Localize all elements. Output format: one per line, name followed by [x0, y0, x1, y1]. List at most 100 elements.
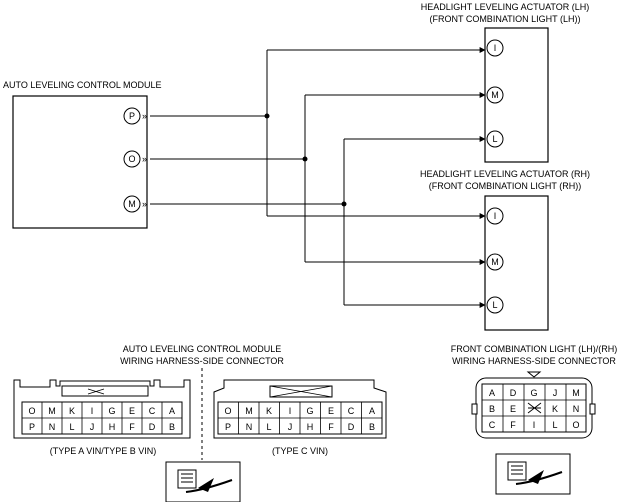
terminal-label: F	[129, 422, 135, 432]
terminal-label: O	[572, 420, 579, 430]
actuator-rh-pin-label-l: L	[492, 300, 497, 310]
module-pin-label-m: M	[128, 199, 136, 209]
terminal-label: E	[510, 404, 516, 414]
terminal-label: M	[572, 388, 580, 398]
wires	[150, 47, 486, 308]
connector-type-c-row1: O M K I G E C A	[224, 406, 375, 416]
terminal-label: P	[29, 422, 35, 432]
light-connector: A D G J M B E K N C F I L O	[471, 371, 596, 439]
light-connector-row3: C F I L O	[489, 420, 580, 430]
terminal-label: H	[307, 422, 314, 432]
connector-type-ab-housing	[13, 379, 191, 439]
terminal-label: N	[573, 404, 580, 414]
control-module-box	[12, 95, 148, 229]
terminal-label: G	[108, 406, 115, 416]
connector-type-c-grid	[217, 401, 383, 435]
actuator-lh-pin-m: M	[486, 86, 504, 104]
module-pin-p: P »	[123, 107, 147, 125]
connector-type-ab: O M K I G E C A P N L J H F D B (TYPE A …	[13, 379, 191, 456]
module-connector-title-1: AUTO LEVELING CONTROL MODULE	[123, 344, 282, 354]
terminal-label: E	[129, 406, 135, 416]
terminal-label: K	[69, 406, 75, 416]
terminal-label: I	[533, 420, 536, 430]
junction-dot	[302, 156, 308, 162]
terminal-label: C	[348, 406, 355, 416]
harness-side-connector-icon	[495, 453, 571, 495]
terminal-label: D	[510, 388, 517, 398]
actuator-rh-pin-l: L	[486, 296, 504, 314]
connector-type-ab-grid	[21, 401, 183, 435]
terminal-label: M	[245, 406, 253, 416]
terminal-label: A	[169, 406, 175, 416]
terminal-label: N	[49, 422, 56, 432]
blank-cavity-icon	[527, 402, 542, 414]
module-pin-label-p: P	[129, 111, 135, 121]
terminal-label: E	[328, 406, 334, 416]
harness-side-connector-icon	[165, 461, 241, 502]
actuator-lh-title-1: HEADLIGHT LEVELING ACTUATOR (LH)	[421, 2, 590, 12]
terminal-label: K	[266, 406, 272, 416]
connector-type-c: O M K I G E C A P N L J H F D B (TYPE C …	[213, 379, 387, 456]
actuator-lh-pin-label-i: I	[494, 43, 497, 53]
light-connector-title-2: WIRING HARNESS-SIDE CONNECTOR	[452, 356, 616, 366]
terminal-label: L	[69, 422, 74, 432]
terminal-label: J	[90, 422, 95, 432]
terminal-label: O	[28, 406, 35, 416]
actuator-rh-pin-label-i: I	[494, 211, 497, 221]
connector-type-ab-row2: P N L J H F D B	[29, 422, 175, 432]
actuator-lh-title-2: (FRONT COMBINATION LIGHT (LH))	[429, 14, 580, 24]
terminal-label: B	[369, 422, 375, 432]
actuator-lh-pin-label-m: M	[491, 90, 499, 100]
terminal-label: G	[306, 406, 313, 416]
actuator-rh-pin-m: M	[486, 253, 504, 271]
terminal-label: D	[149, 422, 156, 432]
light-connector-title-1: FRONT COMBINATION LIGHT (LH)/(RH)	[451, 344, 618, 354]
lock-mark-icon	[87, 388, 105, 395]
terminal-label: D	[348, 422, 355, 432]
terminal-label: L	[552, 420, 557, 430]
terminal-label: J	[288, 422, 293, 432]
module-title: AUTO LEVELING CONTROL MODULE	[3, 80, 162, 90]
junction-dot	[341, 201, 347, 207]
terminal-label: H	[109, 422, 116, 432]
terminal-label: N	[246, 422, 253, 432]
terminal-label: A	[369, 406, 375, 416]
terminal-label: F	[328, 422, 334, 432]
connector-type-ab-row1: O M K I G E C A	[28, 406, 175, 416]
actuator-rh-pin-i: I	[486, 207, 504, 225]
lock-mark-icon	[269, 385, 333, 398]
terminal-label: G	[530, 388, 537, 398]
module-pin-o: O »	[123, 150, 147, 168]
actuator-rh-pin-label-m: M	[491, 257, 499, 267]
connector-type-c-caption: (TYPE C VIN)	[272, 446, 328, 456]
terminal-label: I	[91, 406, 94, 416]
connector-type-ab-lock	[61, 385, 149, 397]
terminal-label: A	[489, 388, 495, 398]
actuator-lh-pin-i: I	[486, 39, 504, 57]
light-connector-tab-left	[471, 403, 478, 415]
connector-type-c-row2: P N L J H F D B	[225, 422, 375, 432]
terminal-label: P	[225, 422, 231, 432]
terminal-label: F	[510, 420, 516, 430]
light-connector-row2: B E K N	[489, 404, 579, 414]
light-connector-grid	[481, 383, 587, 433]
terminal-label: B	[489, 404, 495, 414]
terminal-label: L	[266, 422, 271, 432]
connector-type-c-lock	[269, 385, 333, 398]
connector-type-c-housing	[213, 379, 387, 439]
terminal-mark: »	[142, 154, 147, 164]
actuator-lh-pin-label-l: L	[492, 134, 497, 144]
module-pin-m: M »	[123, 195, 147, 213]
terminal-label: O	[224, 406, 231, 416]
terminal-label: M	[48, 406, 56, 416]
module-connector-title-2: WIRING HARNESS-SIDE CONNECTOR	[120, 356, 284, 366]
terminal-label: C	[489, 420, 496, 430]
terminal-mark: »	[142, 111, 147, 121]
terminal-label: C	[149, 406, 156, 416]
actuator-lh-pin-l: L	[486, 130, 504, 148]
lock-mark-icon	[526, 371, 542, 378]
terminal-label: K	[552, 404, 558, 414]
actuator-rh-title-2: (FRONT COMBINATION LIGHT (RH))	[429, 181, 582, 191]
terminal-label: I	[289, 406, 292, 416]
